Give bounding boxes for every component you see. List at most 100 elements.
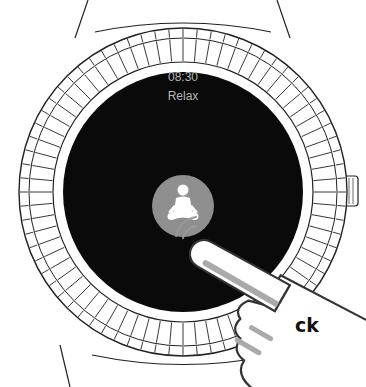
knurl-tick: [317, 270, 324, 274]
knurl-tick: [68, 302, 74, 308]
knurl-line: [312, 165, 334, 169]
knurl-tick: [336, 164, 344, 165]
knurl-tick: [168, 30, 170, 38]
knurl-line: [58, 267, 76, 280]
knurl-line: [183, 39, 184, 61]
knurl-tick: [102, 326, 106, 333]
knurl-tick: [20, 192, 28, 193]
knurl-tick: [42, 111, 49, 115]
knurl-line: [51, 116, 70, 127]
knurl-tick: [21, 177, 29, 179]
knurl-line: [312, 215, 334, 219]
knurl-line: [238, 53, 247, 73]
knurl-line: [143, 319, 149, 340]
knurl-tick: [223, 342, 225, 350]
knurl-line: [131, 315, 139, 336]
knurl-line: [30, 192, 52, 193]
knurl-line: [85, 292, 99, 309]
knurl-line: [170, 40, 172, 62]
knurl-tick: [68, 77, 74, 83]
knurl-line: [314, 203, 336, 205]
knurl-line: [35, 152, 56, 158]
knurl-line: [314, 192, 336, 193]
knurl-line: [194, 40, 196, 62]
knurl-line: [267, 75, 281, 92]
knurl-tick: [35, 123, 42, 126]
knurl-tick: [50, 99, 57, 104]
knurl-line: [276, 84, 292, 100]
relax-icon-disc: [152, 175, 214, 237]
knurl-tick: [127, 338, 130, 346]
knurl-tick: [283, 67, 288, 73]
knurl-tick: [333, 232, 341, 234]
knurl-line: [310, 226, 331, 232]
knurl-tick: [90, 59, 95, 66]
knurl-tick: [329, 136, 337, 139]
knurl-line: [118, 53, 127, 73]
knurl-line: [296, 258, 315, 269]
knurl-tick: [324, 258, 331, 261]
knurl-tick: [26, 150, 34, 152]
knurl-tick: [329, 245, 337, 248]
knurl-line: [44, 247, 64, 256]
knurl-tick: [90, 319, 95, 326]
knurl-tick: [141, 342, 143, 350]
knurl-line: [107, 60, 118, 79]
knurl-tick: [141, 35, 143, 43]
knurl-line: [32, 165, 54, 169]
knurl-line: [290, 104, 308, 117]
knurl-line: [107, 305, 118, 324]
knurl-line: [290, 267, 308, 280]
knurl-line: [58, 104, 76, 117]
knurl-tick: [336, 219, 344, 220]
knurl-line: [51, 258, 70, 269]
knurl-line: [302, 247, 322, 256]
knurl-tick: [155, 345, 156, 353]
knurl-line: [32, 215, 54, 219]
knurl-line: [183, 323, 184, 345]
knurl-tick: [261, 51, 265, 58]
knurl-line: [228, 315, 236, 336]
knurl-tick: [324, 123, 331, 126]
knurl-tick: [183, 29, 184, 37]
knurl-line: [85, 75, 99, 92]
knurl-tick: [23, 164, 31, 165]
knurl-tick: [337, 177, 345, 179]
screen-time: 08:30: [168, 70, 198, 84]
crown-knurl: [349, 178, 353, 204]
knurl-line: [66, 94, 83, 108]
knurl-tick: [35, 258, 42, 261]
knurl-line: [156, 321, 160, 343]
knurl-line: [39, 237, 60, 245]
knurl-line: [131, 48, 139, 69]
knurl-tick: [26, 232, 34, 234]
knurl-tick: [338, 192, 346, 193]
knurl-line: [206, 41, 210, 63]
meditation-icon: [168, 185, 199, 221]
knurl-line: [314, 179, 336, 181]
knurl-line: [75, 84, 91, 100]
knurl-tick: [249, 44, 252, 51]
knurl-tick: [223, 35, 225, 43]
knurl-tick: [58, 292, 64, 297]
knurl-line: [258, 67, 271, 85]
knurl-tick: [183, 347, 184, 355]
knurl-tick: [78, 311, 83, 317]
click-label: ck: [295, 314, 319, 336]
knurl-line: [170, 323, 172, 345]
tap-ripple: [176, 217, 196, 238]
knurl-line: [66, 276, 83, 290]
knurl-line: [310, 152, 331, 158]
knurl-tick: [293, 77, 299, 83]
knurl-line: [39, 140, 60, 148]
knurl-line: [35, 226, 56, 232]
knurl-tick: [236, 39, 239, 47]
knurl-tick: [302, 87, 308, 92]
knurl-tick: [78, 67, 83, 73]
knurl-line: [296, 116, 315, 127]
knurl-line: [306, 140, 327, 148]
knurl-line: [306, 237, 327, 245]
knurl-tick: [310, 99, 317, 104]
knurl-tick: [168, 346, 170, 354]
